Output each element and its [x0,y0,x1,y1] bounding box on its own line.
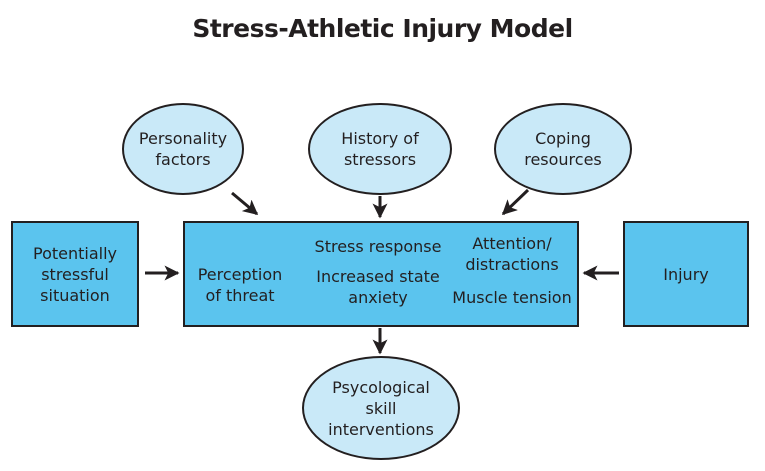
potentially-stressful-situation-node: Potentially stressful situation [11,221,139,327]
muscle-tension-label: Muscle tension [452,288,572,307]
psychological-skill-interventions-node: Psycological skill interventions [302,356,460,460]
diagram-title: Stress-Athletic Injury Model [192,14,573,43]
arrow-personality-to-box [231,191,259,216]
personality-factors-node: Personality factors [122,103,244,195]
stress-response-label: Stress response [314,237,442,256]
perception-of-threat-label: Perception of threat [197,265,283,305]
increased-state-anxiety-label: Increased state anxiety [316,267,440,307]
central-stress-box [183,221,579,327]
arrow-coping-to-box [501,188,530,216]
injury-node: Injury [623,221,749,327]
coping-resources-node: Coping resources [494,103,632,195]
history-of-stressors-node: History of stressors [308,103,452,195]
attention-distractions-label: Attention/ distractions [465,234,559,274]
